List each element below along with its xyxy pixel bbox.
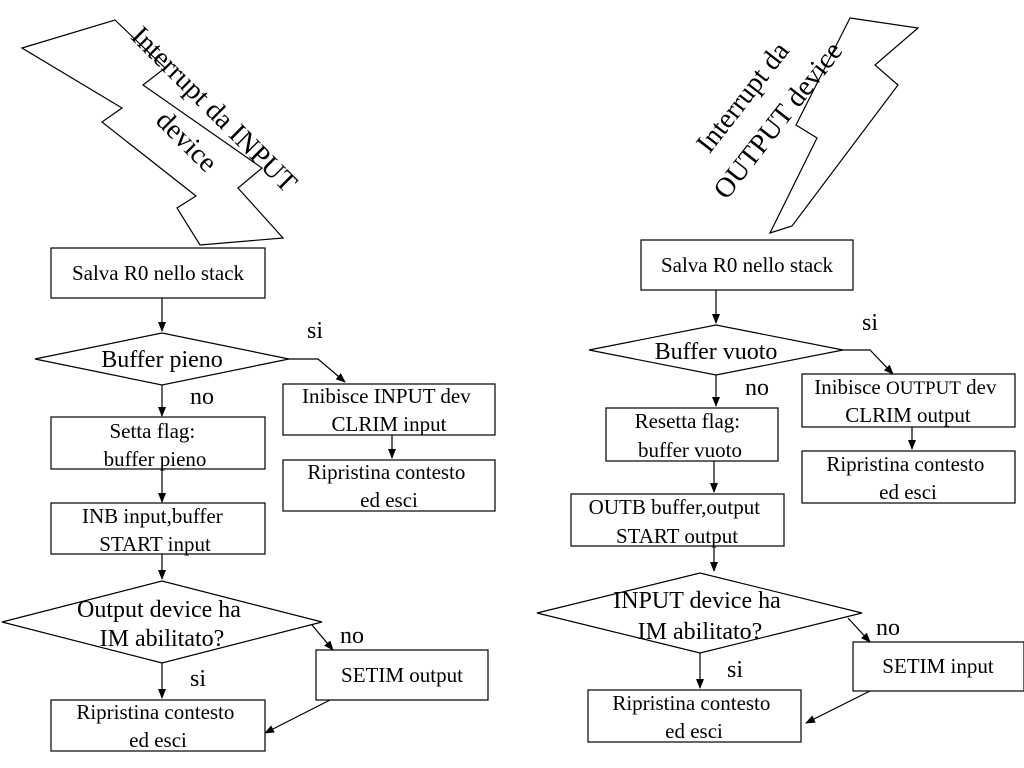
input-setim-box — [315, 649, 489, 701]
output-arrow-setim-to-restore — [805, 690, 871, 724]
output-setim-box — [852, 641, 1024, 692]
output-io-op-box — [570, 493, 785, 547]
input-output-im-check-diamond — [1, 580, 323, 664]
input-arrow-no2-branch — [311, 624, 334, 651]
output-yes-label: si — [862, 310, 878, 336]
input-restore-end-box — [50, 699, 266, 752]
output-reset-flag-label: Resetta flag: buffer vuoto — [635, 409, 746, 462]
input-no-label: no — [190, 384, 214, 410]
input-disable-box — [282, 383, 496, 436]
output-restore-end-box — [587, 689, 802, 743]
input-io-op-box — [50, 502, 266, 555]
input-buffer-check-label: Buffer pieno — [101, 347, 223, 373]
input-arrow-yes-branch — [289, 358, 346, 383]
input-restore-end-label: Ripristina contesto ed esci — [76, 700, 239, 752]
output-no2-label: no — [876, 615, 900, 641]
input-io-op-label: INB input,buffer START input — [82, 504, 228, 556]
input-interrupt-lightning-icon — [20, 19, 285, 246]
output-disable-label: Inibisce OUTPUT dev CLRIM output — [814, 375, 1002, 427]
input-no2-label: no — [340, 623, 364, 649]
input-set-flag-box — [50, 416, 266, 470]
output-input-im-check-label: INPUT device ha IM abilitato? — [613, 588, 787, 645]
output-input-im-check-diamond — [536, 572, 863, 654]
output-yes2-label: si — [727, 657, 743, 683]
input-setim-label: SETIM output — [341, 663, 463, 687]
output-restore-yes-label: Ripristina contesto ed esci — [826, 452, 989, 504]
input-set-flag-label: Setta flag: buffer pieno — [104, 419, 207, 471]
input-yes2-label: si — [190, 666, 206, 692]
input-save-r0-label: Salva R0 nello stack — [72, 261, 245, 285]
output-save-r0-label: Salva R0 nello stack — [661, 253, 834, 277]
input-save-r0-box — [50, 247, 266, 299]
output-buffer-check-label: Buffer vuoto — [655, 339, 778, 365]
input-arrow-setim-to-restore — [264, 699, 331, 734]
output-arrow-no2-branch — [847, 617, 871, 643]
output-interrupt-lightning-icon — [768, 17, 920, 235]
output-arrow-yes-branch — [843, 349, 894, 375]
output-reset-flag-box — [605, 407, 779, 462]
input-restore-yes-label: Ripristina contesto ed esci — [307, 460, 470, 512]
output-restore-yes-box — [801, 450, 1016, 504]
output-io-op-label: OUTB buffer,output START output — [589, 495, 766, 548]
output-save-r0-box — [640, 239, 854, 291]
input-yes-label: si — [307, 318, 323, 344]
input-disable-label: Inibisce INPUT dev CLRIM input — [302, 384, 476, 436]
input-interrupt-flowchart: Interrupt da INPUT device Salva R0 nello… — [1, 19, 496, 752]
output-interrupt-flowchart: Interrupt da OUTPUT device Salva R0 nell… — [536, 17, 1024, 743]
output-disable-box — [801, 373, 1016, 428]
output-restore-end-label: Ripristina contesto ed esci — [612, 691, 775, 743]
output-no-label: no — [745, 375, 769, 401]
input-restore-yes-box — [282, 459, 496, 512]
input-output-im-check-label: Output device ha IM abilitato? — [77, 597, 247, 652]
output-setim-label: SETIM input — [882, 654, 994, 678]
